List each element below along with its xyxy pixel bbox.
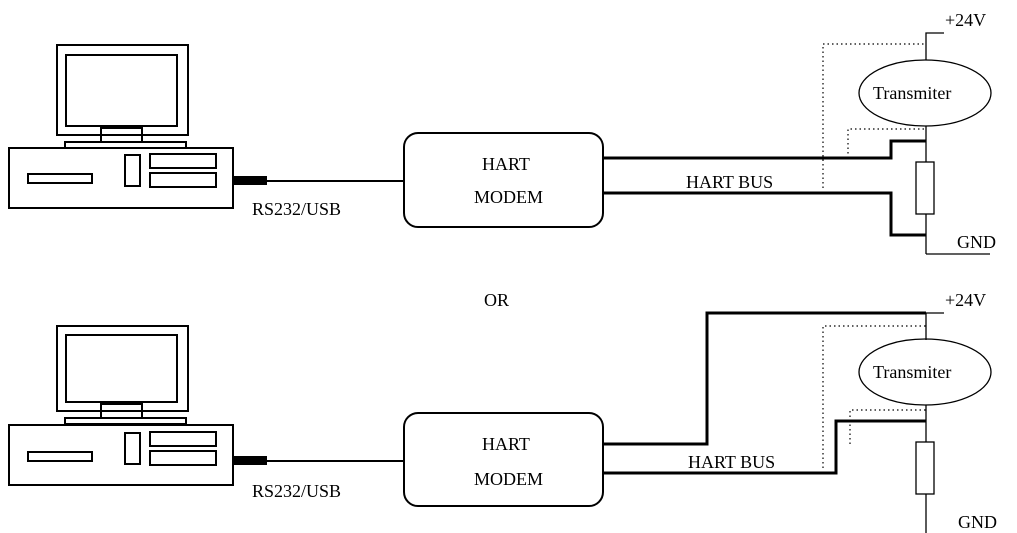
computer-icon bbox=[8, 44, 234, 209]
cable-label: RS232/USB bbox=[252, 481, 341, 501]
modem-label-line1: HART bbox=[482, 154, 530, 174]
bus-label: HART BUS bbox=[686, 172, 773, 192]
ground-label: GND bbox=[957, 232, 996, 252]
transmitter-ellipse bbox=[858, 338, 992, 406]
supply-label: +24V bbox=[945, 10, 986, 30]
dotted-wire-outer bbox=[822, 43, 926, 188]
drive-slot-1 bbox=[149, 431, 217, 447]
computer-icon bbox=[8, 325, 234, 486]
monitor-screen bbox=[65, 334, 178, 403]
bus-line-upper bbox=[603, 139, 926, 160]
computer-case bbox=[8, 424, 234, 486]
cable-label: RS232/USB bbox=[252, 199, 341, 219]
hart-modem-box bbox=[403, 412, 604, 507]
monitor-screen bbox=[65, 54, 178, 127]
bus-label: HART BUS bbox=[688, 452, 775, 472]
drive-bay bbox=[124, 432, 141, 465]
drive-slot-2 bbox=[149, 450, 217, 466]
or-label: OR bbox=[484, 290, 509, 310]
resistor bbox=[915, 441, 935, 495]
transmitter-ellipse bbox=[858, 59, 992, 127]
disk-slot bbox=[27, 173, 93, 184]
bus-line-upper bbox=[603, 311, 926, 446]
connector-plug bbox=[233, 456, 267, 465]
dotted-wire-inner bbox=[849, 409, 926, 444]
supply-rail bbox=[925, 32, 944, 60]
hart-modem-box bbox=[403, 132, 604, 228]
drive-slot-2 bbox=[149, 172, 217, 188]
diagram-bottom: RS232/USB HART MODEM HART BUS +24V Trans… bbox=[8, 290, 997, 533]
bus-line-lower bbox=[603, 419, 926, 475]
resistor bbox=[915, 161, 935, 215]
modem-label-line2: MODEM bbox=[474, 187, 543, 207]
modem-label-line2: MODEM bbox=[474, 469, 543, 489]
supply-rail bbox=[925, 312, 944, 340]
transmitter-label: Transmiter bbox=[873, 362, 951, 382]
monitor-stand bbox=[64, 417, 187, 425]
monitor-frame bbox=[56, 44, 189, 136]
drive-bay bbox=[124, 154, 141, 187]
dotted-wire-outer bbox=[822, 325, 926, 468]
ground-label: GND bbox=[958, 512, 997, 532]
disk-slot bbox=[27, 451, 93, 462]
connector-plug bbox=[233, 176, 267, 185]
supply-label: +24V bbox=[945, 290, 986, 310]
transmitter-label: Transmiter bbox=[873, 83, 951, 103]
computer-case bbox=[8, 147, 234, 209]
dotted-wire-inner bbox=[847, 128, 926, 158]
bus-line-lower bbox=[603, 191, 926, 237]
modem-label-line1: HART bbox=[482, 434, 530, 454]
drive-slot-1 bbox=[149, 153, 217, 169]
monitor-frame bbox=[56, 325, 189, 412]
diagram-top: RS232/USB HART MODEM HART BUS +24V Trans… bbox=[8, 10, 996, 255]
